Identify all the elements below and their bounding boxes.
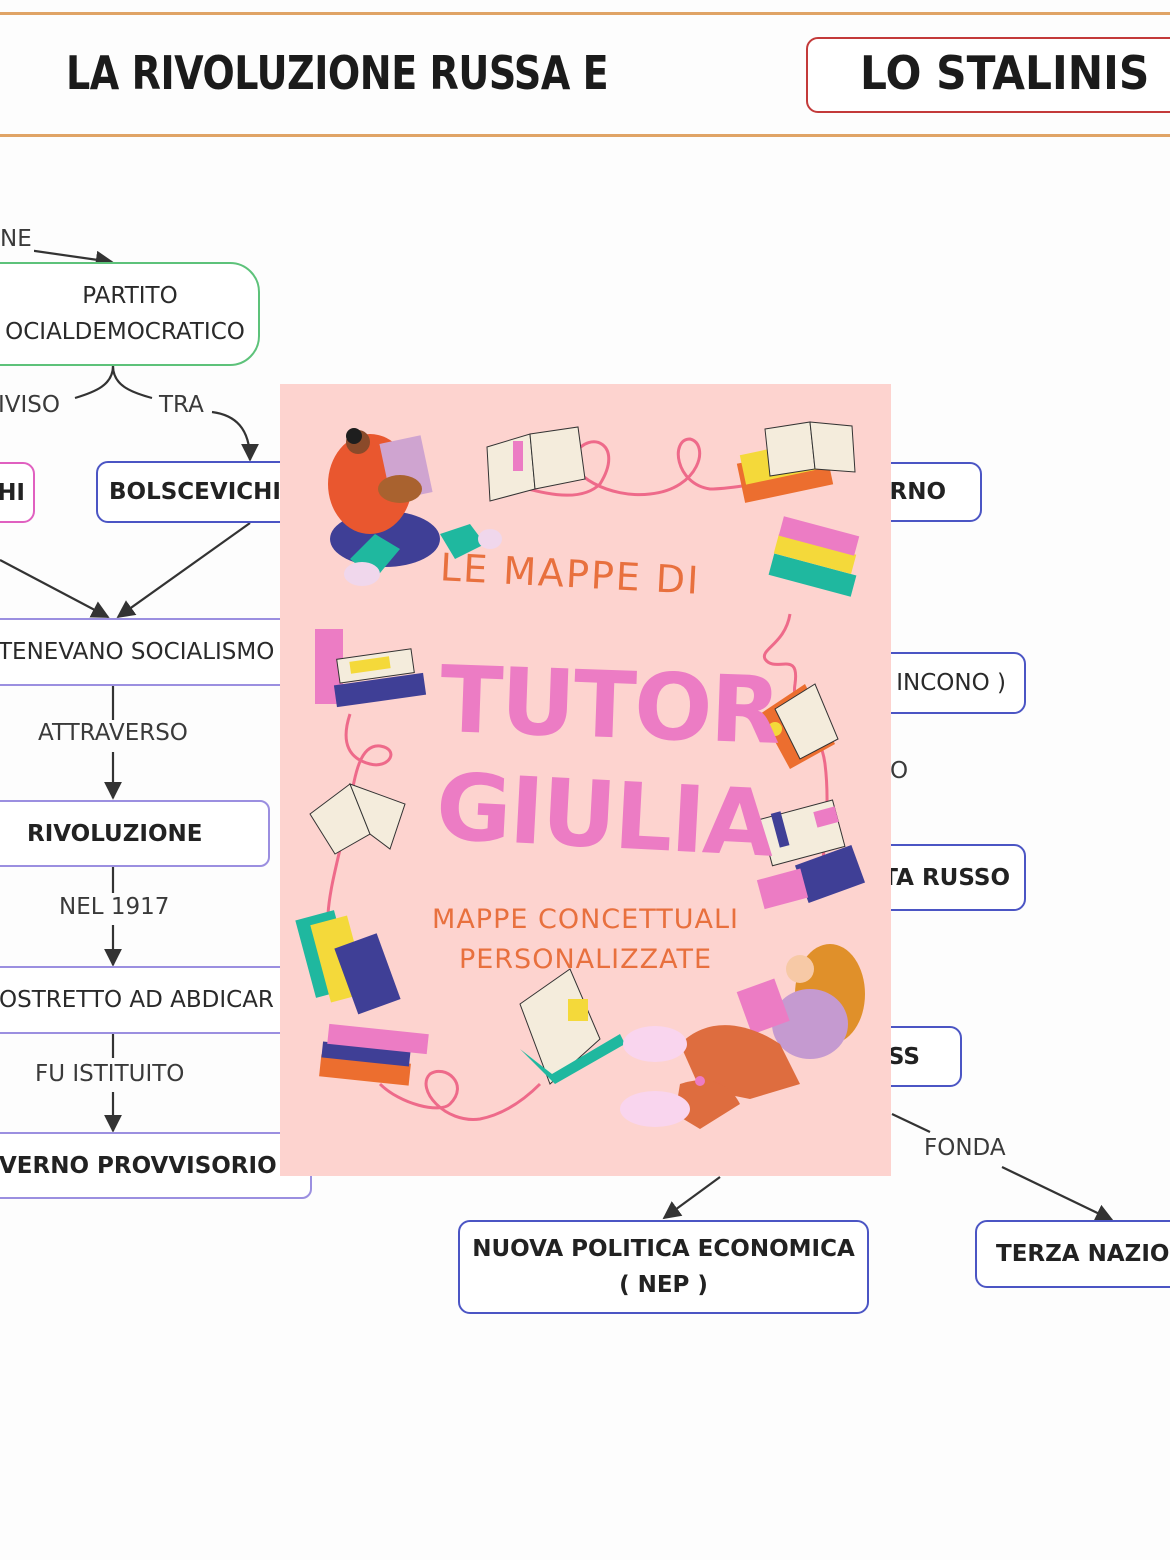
poster-line-giulia: GIULIA <box>433 753 776 878</box>
edge-label-tra: TRA <box>157 392 206 418</box>
edge-label-partial-o: O <box>888 758 911 784</box>
book-stack-bottom-left <box>295 910 401 1015</box>
edge-label-diviso: IVISO <box>0 392 63 418</box>
header-top-rule <box>0 12 1170 15</box>
tutor-giulia-poster[interactable]: LE MAPPE DI TUTOR GIULIA MAPPE CONCETTUA… <box>280 384 891 1176</box>
map-title-part2: LO STALINIS <box>860 46 1150 100</box>
header-bottom-rule <box>0 134 1170 137</box>
edge-label-fonda: FONDA <box>922 1135 1008 1161</box>
node-right-3-label: TA RUSSO <box>882 864 1010 891</box>
node-partito-line1: PARTITO <box>82 283 178 309</box>
node-right-2-label: INCONO ) <box>896 670 1006 696</box>
thread-top <box>494 437 761 497</box>
open-book-bottom <box>519 968 625 1085</box>
boy-reading-illustration <box>328 428 502 586</box>
edge-label-attraverso: ATTRAVERSO <box>36 720 190 746</box>
node-socialismo[interactable]: TENEVANO SOCIALISMO <box>0 618 300 686</box>
poster-subtitle-1: MAPPE CONCETTUALI <box>432 904 739 935</box>
node-partito-line2: OCIALDEMOCRATICO <box>5 319 245 345</box>
open-book-top-left <box>486 426 586 502</box>
node-governo-label: VERNO PROVVISORIO <box>0 1152 277 1179</box>
node-terza-label: TERZA NAZION <box>996 1241 1170 1267</box>
node-nep-line2: ( NEP ) <box>619 1272 708 1298</box>
node-rivoluzione[interactable]: RIVOLUZIONE <box>0 800 270 867</box>
node-partito-socialdemocratico[interactable]: PARTITO OCIALDEMOCRATICO <box>0 262 260 366</box>
node-menscevichi[interactable]: HI <box>0 462 35 523</box>
book-stack-right <box>768 516 860 597</box>
node-menscevichi-label: HI <box>0 479 25 506</box>
edge-menscevichi-to-socialismo <box>0 559 110 618</box>
book-stack-bottom <box>319 1023 429 1086</box>
map-title-part1: LA RIVOLUZIONE RUSSA E <box>66 46 609 100</box>
node-socialismo-label: TENEVANO SOCIALISMO <box>0 639 275 665</box>
node-bolscevichi[interactable]: BOLSCEVICHI <box>96 461 316 523</box>
edge-partito-tra <box>111 365 153 400</box>
map-title-box <box>806 37 1170 113</box>
open-book-left-middle <box>309 783 406 855</box>
book-stack-left <box>315 629 427 708</box>
edge-bolscevichi-to-socialismo <box>116 522 251 619</box>
thread-bottom <box>378 1069 542 1121</box>
book-right-middle <box>760 683 839 769</box>
node-rivoluzione-label: RIVOLUZIONE <box>27 820 203 847</box>
edge-ne-to-partito <box>27 248 114 269</box>
edge-partito-diviso <box>74 365 115 400</box>
edge-urss-fonda <box>891 1113 931 1133</box>
thread-left <box>326 713 393 915</box>
node-nep[interactable]: NUOVA POLITICA ECONOMICA ( NEP ) <box>458 1220 869 1314</box>
node-bolscevichi-label: BOLSCEVICHI <box>109 479 281 505</box>
notebooks-right <box>756 799 866 910</box>
book-stack-top-right <box>736 421 856 503</box>
edge-label-fu-istituito: FU ISTITUITO <box>33 1061 187 1087</box>
node-terza-internazionale[interactable]: TERZA NAZION <box>975 1220 1170 1288</box>
node-nep-line1: NUOVA POLITICA ECONOMICA <box>472 1236 855 1262</box>
poster-line-tutor: TUTOR <box>438 646 782 765</box>
edge-fonda-to-terza <box>1001 1166 1114 1222</box>
edge-label-nel-1917: NEL 1917 <box>57 894 172 920</box>
edge-urss-to-nep <box>662 1176 721 1220</box>
node-abdicare-label: OSTRETTO AD ABDICAR <box>0 987 274 1013</box>
edge-tra-to-bolscevichi <box>211 410 259 462</box>
node-costretto-abdicare[interactable]: OSTRETTO AD ABDICAR <box>0 966 300 1034</box>
node-right-4-label: SS <box>887 1043 920 1070</box>
partial-edge-label-ne: NE <box>0 226 34 252</box>
poster-subtitle-2: PERSONALIZZATE <box>458 944 713 975</box>
node-governo-provvisorio[interactable]: VERNO PROVVISORIO <box>0 1132 312 1199</box>
node-right-1-label: RNO <box>889 479 946 505</box>
girl-reading-illustration <box>620 944 865 1129</box>
poster-decorations <box>295 421 866 1129</box>
